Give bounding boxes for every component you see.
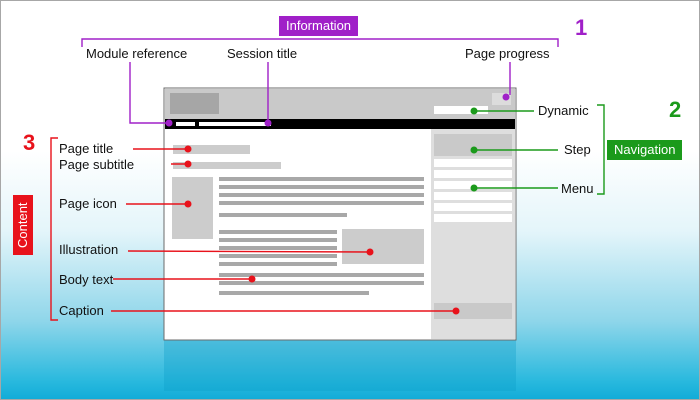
- content-tag: Content: [13, 195, 33, 255]
- caption-label: Caption: [59, 303, 104, 318]
- wireframe-text-line: [219, 273, 424, 277]
- wireframe-text-line: [219, 238, 337, 242]
- wireframe-text-line: [219, 213, 347, 217]
- session-title-dot: [264, 119, 272, 127]
- information-number: 1: [575, 15, 588, 40]
- menu-dot: [470, 184, 478, 192]
- module-reference-leader: [129, 62, 169, 124]
- wireframe-black-strip: [165, 119, 515, 129]
- wireframe-caption-box: [434, 303, 512, 319]
- wireframe-menu-row: [434, 159, 512, 167]
- information-tag: Information: [279, 16, 359, 36]
- wireframe-menu-row: [434, 203, 512, 211]
- wireframe-page-icon-box: [172, 177, 213, 239]
- wireframe-text-line: [219, 262, 337, 266]
- wireframe-text-line: [219, 230, 337, 234]
- wireframe-text-line: [219, 177, 424, 181]
- page-progress-label: Page progress: [465, 46, 550, 61]
- wireframe-reflection: [164, 339, 516, 391]
- page-progress-dot: [502, 93, 510, 101]
- illustration-dot: [366, 248, 374, 256]
- information-bracket: [81, 38, 559, 47]
- caption-dot: [452, 307, 460, 315]
- body-text-label: Body text: [59, 272, 114, 287]
- page-icon-label: Page icon: [59, 196, 117, 211]
- wireframe-text-line: [219, 201, 424, 205]
- wireframe-text-line: [219, 246, 337, 250]
- session-title-label: Session title: [227, 46, 298, 61]
- wireframe-text-line: [219, 281, 424, 285]
- dynamic-label: Dynamic: [538, 103, 589, 118]
- wireframe-session-bar: [199, 122, 271, 126]
- wireframe-menu-row: [434, 170, 512, 178]
- content-bracket: [50, 137, 58, 321]
- wireframe-text-line: [219, 291, 369, 295]
- page-icon-dot: [184, 200, 192, 208]
- module-reference-label: Module reference: [86, 46, 188, 61]
- module-reference-dot: [165, 119, 173, 127]
- illustration-leader: [127, 250, 371, 253]
- wireframe-logo: [170, 93, 219, 114]
- wireframe-module-ref-bar: [176, 122, 195, 126]
- illustration-label: Illustration: [59, 242, 119, 257]
- page-title-label: Page title: [59, 141, 114, 156]
- content-number: 3: [23, 130, 36, 155]
- page-subtitle-label: Page subtitle: [59, 157, 135, 172]
- step-dot: [470, 146, 478, 154]
- navigation-tag: Navigation: [607, 140, 683, 160]
- page-title-dot: [184, 145, 192, 153]
- wireframe-menu-row: [434, 192, 512, 200]
- step-label: Step: [564, 142, 591, 157]
- navigation-number: 2: [669, 97, 682, 122]
- body-text-dot: [248, 275, 256, 283]
- wireframe-text-line: [219, 254, 337, 258]
- dynamic-dot: [470, 107, 478, 115]
- wireframe-page-title-bar: [173, 145, 250, 154]
- wireframe-text-line: [219, 193, 424, 197]
- wireframe-text-line: [219, 185, 424, 189]
- wireframe-page-subtitle-bar: [173, 162, 281, 169]
- navigation-bracket: [597, 104, 605, 195]
- wireframe-menu-row: [434, 214, 512, 222]
- wireframe-dynamic-bar: [434, 106, 488, 114]
- page-subtitle-dot: [184, 160, 192, 168]
- wireframe-illustration-box: [342, 229, 424, 264]
- menu-label: Menu: [561, 181, 594, 196]
